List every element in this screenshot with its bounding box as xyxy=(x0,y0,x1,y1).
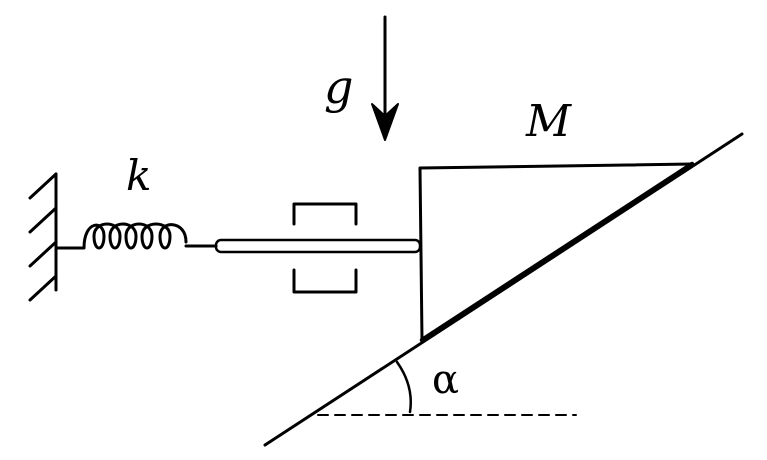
wedge-contact-edge xyxy=(419,161,695,343)
mass-label: M xyxy=(526,96,572,147)
angle-arc xyxy=(395,360,412,414)
gravity-arrow-head xyxy=(371,103,399,141)
angle-label: α xyxy=(432,357,460,403)
spring xyxy=(54,222,218,250)
wall-hatching xyxy=(28,172,58,302)
spring-constant-label: k xyxy=(126,151,152,200)
gravity-label: g xyxy=(324,60,354,114)
damper-cylinder-bottom xyxy=(292,268,358,294)
damper-cylinder-top xyxy=(292,202,358,226)
damper-rod xyxy=(214,238,422,254)
